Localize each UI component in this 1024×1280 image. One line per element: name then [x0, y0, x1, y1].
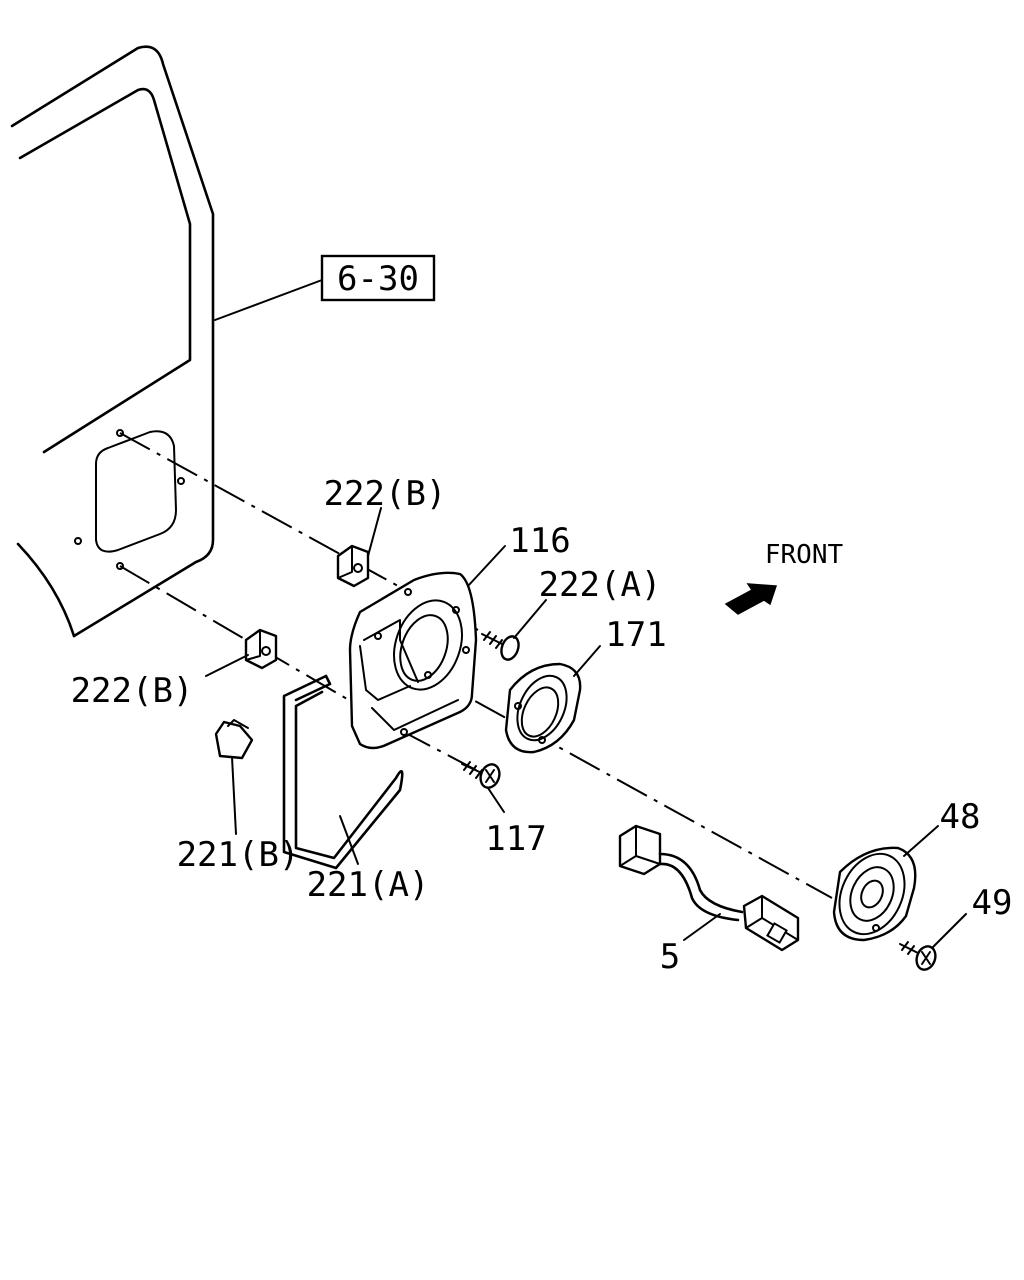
callout-speaker-label: 48 [940, 797, 981, 837]
callout-ref-box: 6-30 [214, 254, 436, 321]
clip-lower [244, 628, 278, 670]
callout-clip-upper: 222(B) [324, 474, 447, 557]
callout-ring: 171 [573, 615, 667, 677]
clip-upper [336, 544, 370, 588]
callout-pad-label: 221(B) [177, 835, 300, 875]
callout-screw-a-label: 222(A) [539, 565, 662, 605]
callout-clip-lower: 222(B) [71, 654, 249, 711]
mounting-bracket [348, 571, 478, 750]
callout-pad: 221(B) [177, 756, 300, 875]
callout-ring-label: 171 [605, 615, 666, 655]
front-arrow-icon [724, 583, 778, 615]
callout-bracket-label: 116 [509, 521, 570, 561]
front-label: FRONT [765, 540, 844, 570]
callout-speaker-screw: 49 [931, 883, 1013, 949]
callout-clip-lower-label: 222(B) [71, 671, 194, 711]
callout-speaker-screw-label: 49 [972, 883, 1013, 923]
callout-harness-label: 5 [660, 937, 680, 977]
callout-speaker: 48 [903, 797, 981, 857]
callout-ref-box-label: 6-30 [337, 259, 419, 299]
speaker [832, 846, 917, 942]
callout-screw-b-label: 117 [485, 819, 546, 859]
screw-b [461, 761, 501, 789]
callout-bracket: 116 [467, 521, 571, 587]
callout-seal: 221(A) [307, 815, 430, 905]
pad [214, 719, 254, 760]
speaker-screw [899, 941, 937, 971]
callout-screw-a: 222(A) [513, 565, 662, 639]
callout-clip-upper-label: 222(B) [324, 474, 447, 514]
wire-harness [618, 824, 800, 952]
front-direction-indicator: FRONT [724, 540, 844, 615]
door-panel [10, 45, 215, 638]
callout-screw-b: 117 [485, 787, 547, 859]
trim-ring [504, 662, 582, 754]
callout-seal-label: 221(A) [307, 865, 430, 905]
seal [282, 674, 404, 870]
callout-harness: 5 [660, 913, 721, 977]
